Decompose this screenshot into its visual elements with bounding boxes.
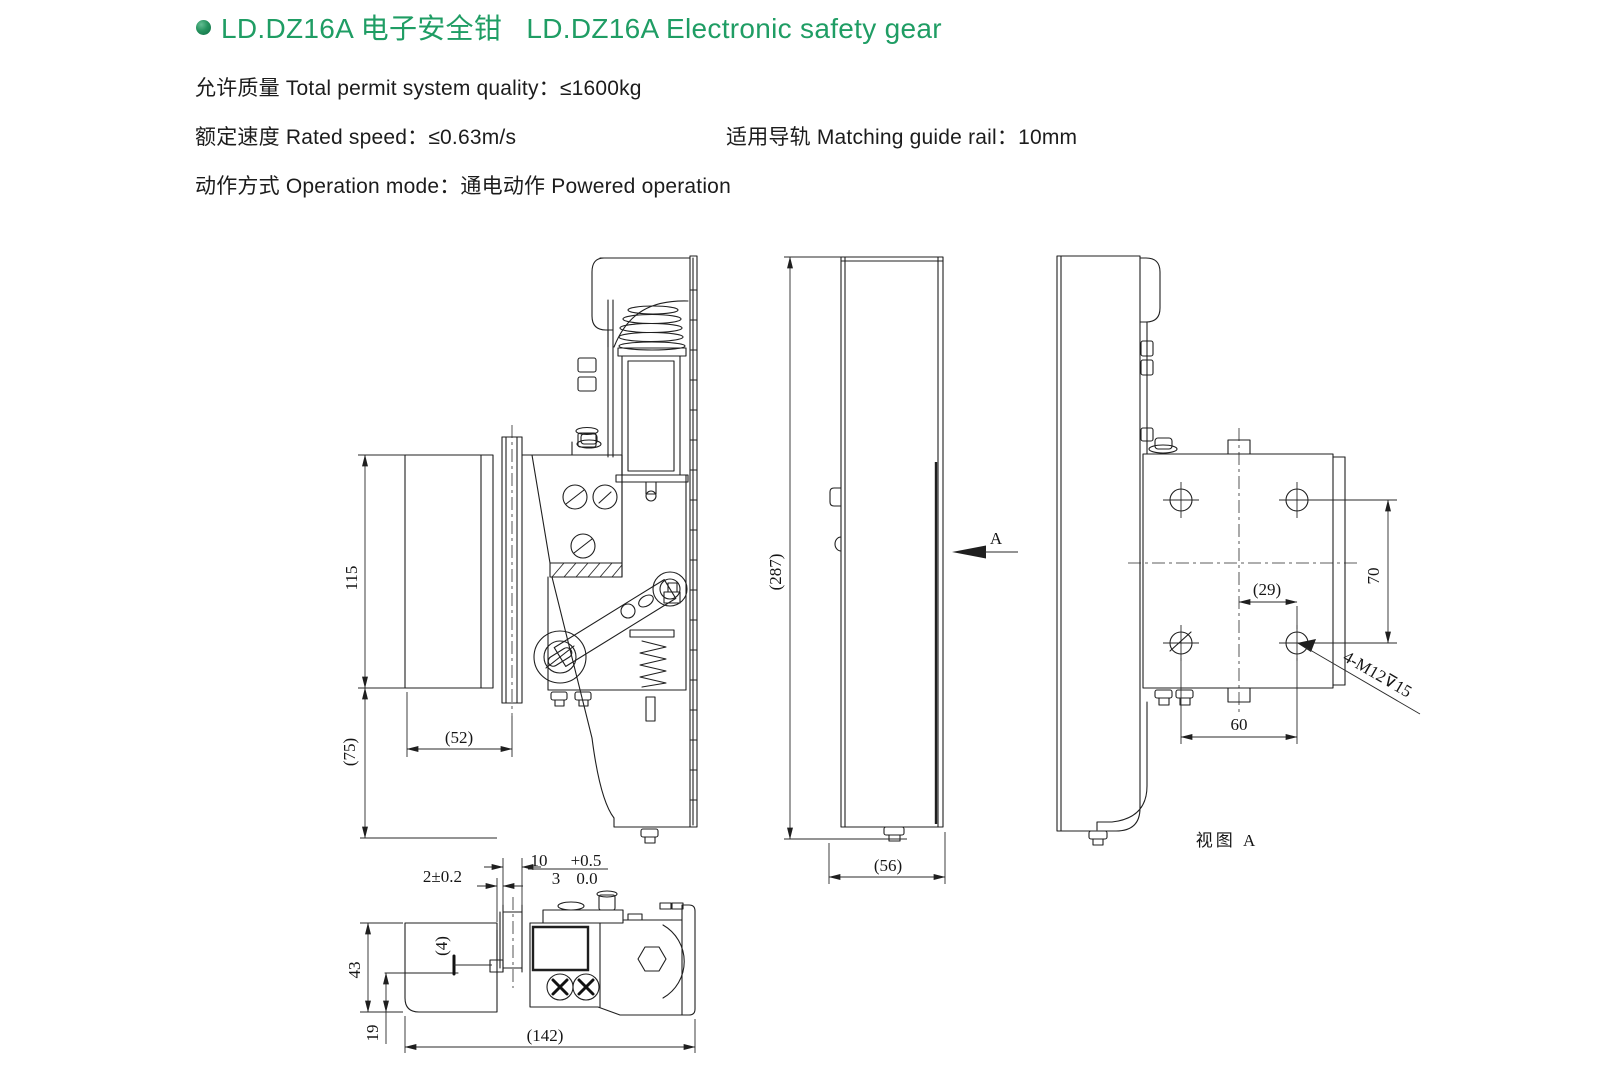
spec-guide-rail: 适用导轨 Matching guide rail：10mm	[726, 126, 1078, 149]
dim-29: (29)	[1253, 580, 1281, 599]
dim-3: 3	[552, 869, 561, 888]
dim-56: (56)	[874, 856, 902, 875]
tol-top: +0.5	[571, 851, 602, 870]
view-a-caption: 视图 A	[1196, 831, 1259, 850]
section-arrow-label: A	[990, 529, 1003, 548]
front-view: 115 (75) (52)	[340, 256, 697, 843]
dim-60: 60	[1231, 715, 1248, 734]
dim-115: 115	[342, 566, 361, 591]
dim-19: 19	[363, 1025, 382, 1042]
spec-operation-mode: 动作方式 Operation mode：通电动作 Powered operati…	[195, 175, 731, 198]
dim-52: (52)	[445, 728, 473, 747]
front-dimensions: 115 (75) (52)	[340, 454, 513, 839]
spec-permit-quality: 允许质量 Total permit system quality：≤1600kg	[195, 77, 642, 100]
dim-43: 43	[345, 962, 364, 979]
safety-roller	[534, 631, 586, 683]
release-spring	[619, 306, 685, 350]
product-title-row: LD.DZ16A 电子安全钳 LD.DZ16A Electronic safet…	[196, 7, 942, 47]
guide-rail	[502, 425, 522, 716]
bullet-icon	[196, 19, 211, 35]
bottom-housing	[530, 891, 695, 1015]
mounting-holes	[1163, 482, 1315, 661]
solenoid	[616, 348, 688, 501]
dim-75: (75)	[340, 738, 359, 766]
rail-slot	[490, 897, 522, 988]
dim-70: 70	[1364, 568, 1383, 585]
bottom-dimensions: 10 +0.5 3 0.0 2±0.2 (4) 43 19	[345, 851, 696, 1053]
view-a: 70 (29) 60 4-M12⊽15 视图 A	[1057, 256, 1420, 850]
dim-10: 10	[531, 851, 548, 870]
side-dimensions: (287) (56)	[766, 256, 946, 884]
dim-2: 2±0.2	[423, 867, 462, 886]
lever-arm	[554, 572, 687, 666]
section-arrow-a: A	[952, 529, 1018, 559]
bottom-view: 10 +0.5 3 0.0 2±0.2 (4) 43 19	[345, 851, 695, 1053]
page-title: LD.DZ16A 电子安全钳 LD.DZ16A Electronic safet…	[221, 13, 942, 44]
dim-142: (142)	[527, 1026, 564, 1045]
wedge-bracket	[532, 434, 622, 577]
dim-287: (287)	[766, 554, 785, 591]
actuation-spring	[630, 630, 674, 721]
spec-rated-speed: 额定速度 Rated speed：≤0.63m/s	[195, 126, 517, 149]
view-a-dimensions: 70 (29) 60 4-M12⊽15	[1180, 499, 1420, 744]
dim-4: (4)	[432, 936, 451, 956]
side-view: (287) (56) A	[766, 257, 1018, 884]
mounting-plate	[1128, 428, 1357, 712]
cylinder-housing	[405, 455, 493, 688]
tol-bottom: 0.0	[576, 869, 597, 888]
